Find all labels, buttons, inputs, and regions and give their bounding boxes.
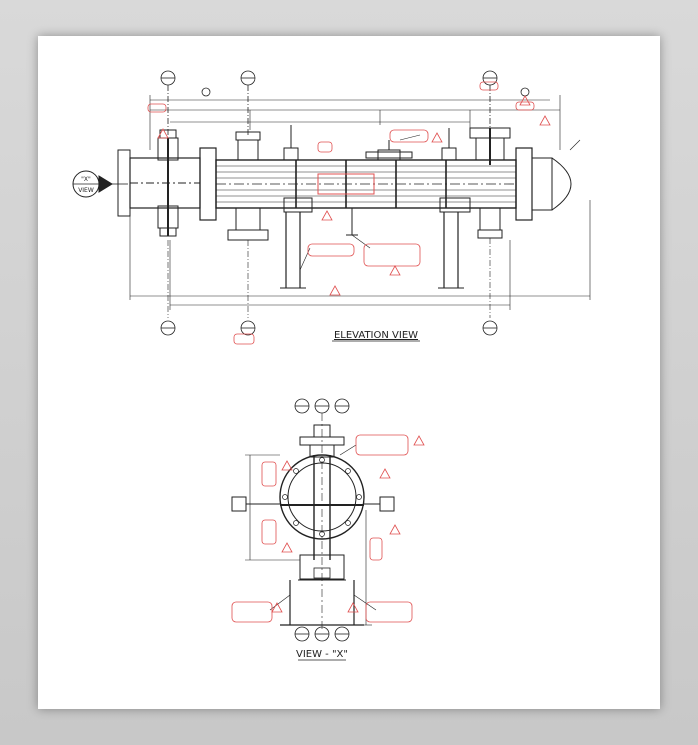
shell-body [215,159,517,209]
nozzle-balloons-bottom [160,320,498,336]
view-x-balloons-bottom [294,626,350,642]
elevation-view-title: ELEVATION VIEW [334,330,418,341]
view-x-title: VIEW - "X" [296,649,348,660]
view-x-marker-bottom-label: VIEW [78,187,94,194]
top-dimension-lines [149,95,561,150]
bottom-dimension-lines [129,200,591,318]
view-x-balloons-top [294,398,350,414]
view-x-marker [72,170,128,198]
titles: ELEVATION VIEW VIEW - "X" "X" VIEW [78,176,420,661]
top-nozzles [235,125,511,165]
nozzle-balloons-top [160,70,530,135]
revision-markup [147,81,551,623]
drawing-sheet [38,36,660,709]
bolt-holes [282,457,362,537]
bottom-nozzles-supports [227,197,503,289]
view-x-dimensions [245,454,372,626]
revision-triangles [157,95,551,613]
view-x [231,398,395,642]
view-x-marker-top-label: "X" [81,176,91,183]
elevation-view [72,70,591,336]
